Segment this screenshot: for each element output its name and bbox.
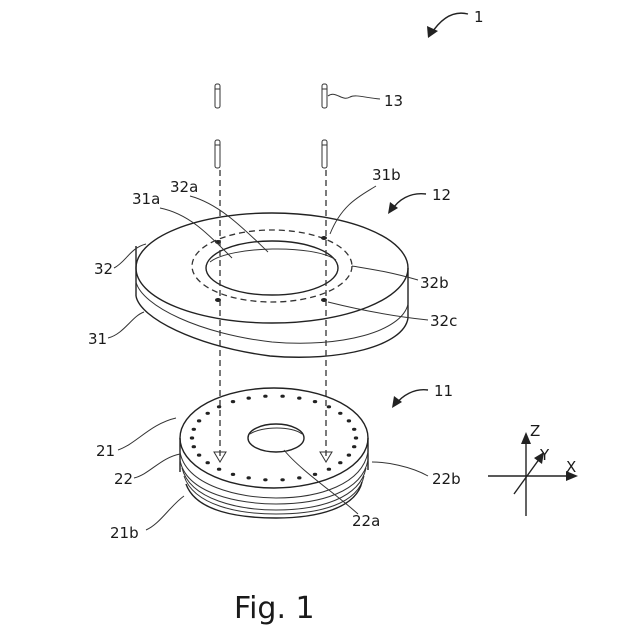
axis-label-x: X bbox=[566, 458, 576, 476]
lower-disc-dot bbox=[327, 468, 331, 471]
lower-disc-dot bbox=[327, 405, 331, 408]
lower-disc-dot bbox=[347, 454, 351, 457]
label-31a: 31a bbox=[132, 190, 160, 208]
lower-disc-dot bbox=[313, 473, 317, 476]
leader-22 bbox=[134, 454, 180, 478]
lower-disc-dot bbox=[206, 412, 210, 415]
label-upper-part: 12 bbox=[432, 186, 451, 204]
pin-left-bottom bbox=[215, 140, 220, 168]
upper-disc bbox=[136, 213, 408, 357]
label-pins: 13 bbox=[384, 92, 403, 110]
lower-disc-dot bbox=[338, 412, 342, 415]
label-31: 31 bbox=[88, 330, 107, 348]
lower-disc-dot bbox=[280, 395, 284, 398]
lower-disc-dot bbox=[263, 478, 267, 481]
leader-21b bbox=[146, 496, 184, 530]
lower-part-arrow bbox=[392, 390, 428, 408]
label-32c: 32c bbox=[430, 312, 457, 330]
coordinate-axes bbox=[488, 432, 578, 516]
lower-disc-dot bbox=[338, 461, 342, 464]
leader-22b bbox=[372, 462, 428, 476]
lower-disc-dot bbox=[197, 454, 201, 457]
lower-disc-dot bbox=[263, 395, 267, 398]
lower-disc-dot bbox=[313, 400, 317, 403]
lower-disc-dot bbox=[352, 428, 356, 431]
leader-32a bbox=[190, 196, 268, 252]
label-21: 21 bbox=[96, 442, 115, 460]
lower-disc-dot bbox=[217, 405, 221, 408]
leader-21 bbox=[118, 418, 176, 450]
lower-disc-dot bbox=[217, 468, 221, 471]
label-32: 32 bbox=[94, 260, 113, 278]
lower-disc-dot bbox=[190, 436, 194, 439]
axis-label-y: Y bbox=[539, 446, 550, 464]
lower-disc-dot bbox=[297, 397, 301, 400]
lower-disc-dot bbox=[206, 461, 210, 464]
figure-caption: Fig. 1 bbox=[234, 591, 315, 626]
label-assembly: 1 bbox=[474, 8, 484, 26]
lower-disc-dot bbox=[192, 445, 196, 448]
lower-disc-dot bbox=[231, 400, 235, 403]
lower-disc-dot bbox=[192, 428, 196, 431]
lower-disc-dot bbox=[354, 436, 358, 439]
label-22a: 22a bbox=[352, 512, 380, 530]
lower-disc-dot bbox=[352, 445, 356, 448]
leader-31 bbox=[108, 312, 144, 338]
leader-13 bbox=[328, 94, 380, 99]
lower-disc-dot bbox=[197, 419, 201, 422]
label-lower-part: 11 bbox=[434, 382, 453, 400]
lower-disc-dot bbox=[247, 397, 251, 400]
pin-left-top bbox=[215, 84, 220, 108]
lower-disc-dot bbox=[231, 473, 235, 476]
leader-32 bbox=[114, 244, 146, 268]
label-22: 22 bbox=[114, 470, 133, 488]
pin-right-top bbox=[322, 84, 327, 108]
lower-disc-dot bbox=[247, 476, 251, 479]
leader-32c bbox=[328, 302, 428, 320]
label-21b: 21b bbox=[110, 524, 139, 542]
lower-disc-dot bbox=[347, 419, 351, 422]
label-22b: 22b bbox=[432, 470, 461, 488]
assembly-leader-arrow bbox=[427, 13, 468, 38]
label-32b: 32b bbox=[420, 274, 449, 292]
label-32a: 32a bbox=[170, 178, 198, 196]
pin-right-bottom bbox=[322, 140, 327, 168]
lower-disc-dot bbox=[280, 478, 284, 481]
upper-part-arrow bbox=[388, 194, 426, 214]
lower-disc-dot bbox=[297, 476, 301, 479]
axis-label-z: Z bbox=[530, 422, 540, 440]
label-31b: 31b bbox=[372, 166, 401, 184]
lower-disc-dot-ring bbox=[190, 395, 358, 482]
leader-31b bbox=[330, 186, 376, 234]
